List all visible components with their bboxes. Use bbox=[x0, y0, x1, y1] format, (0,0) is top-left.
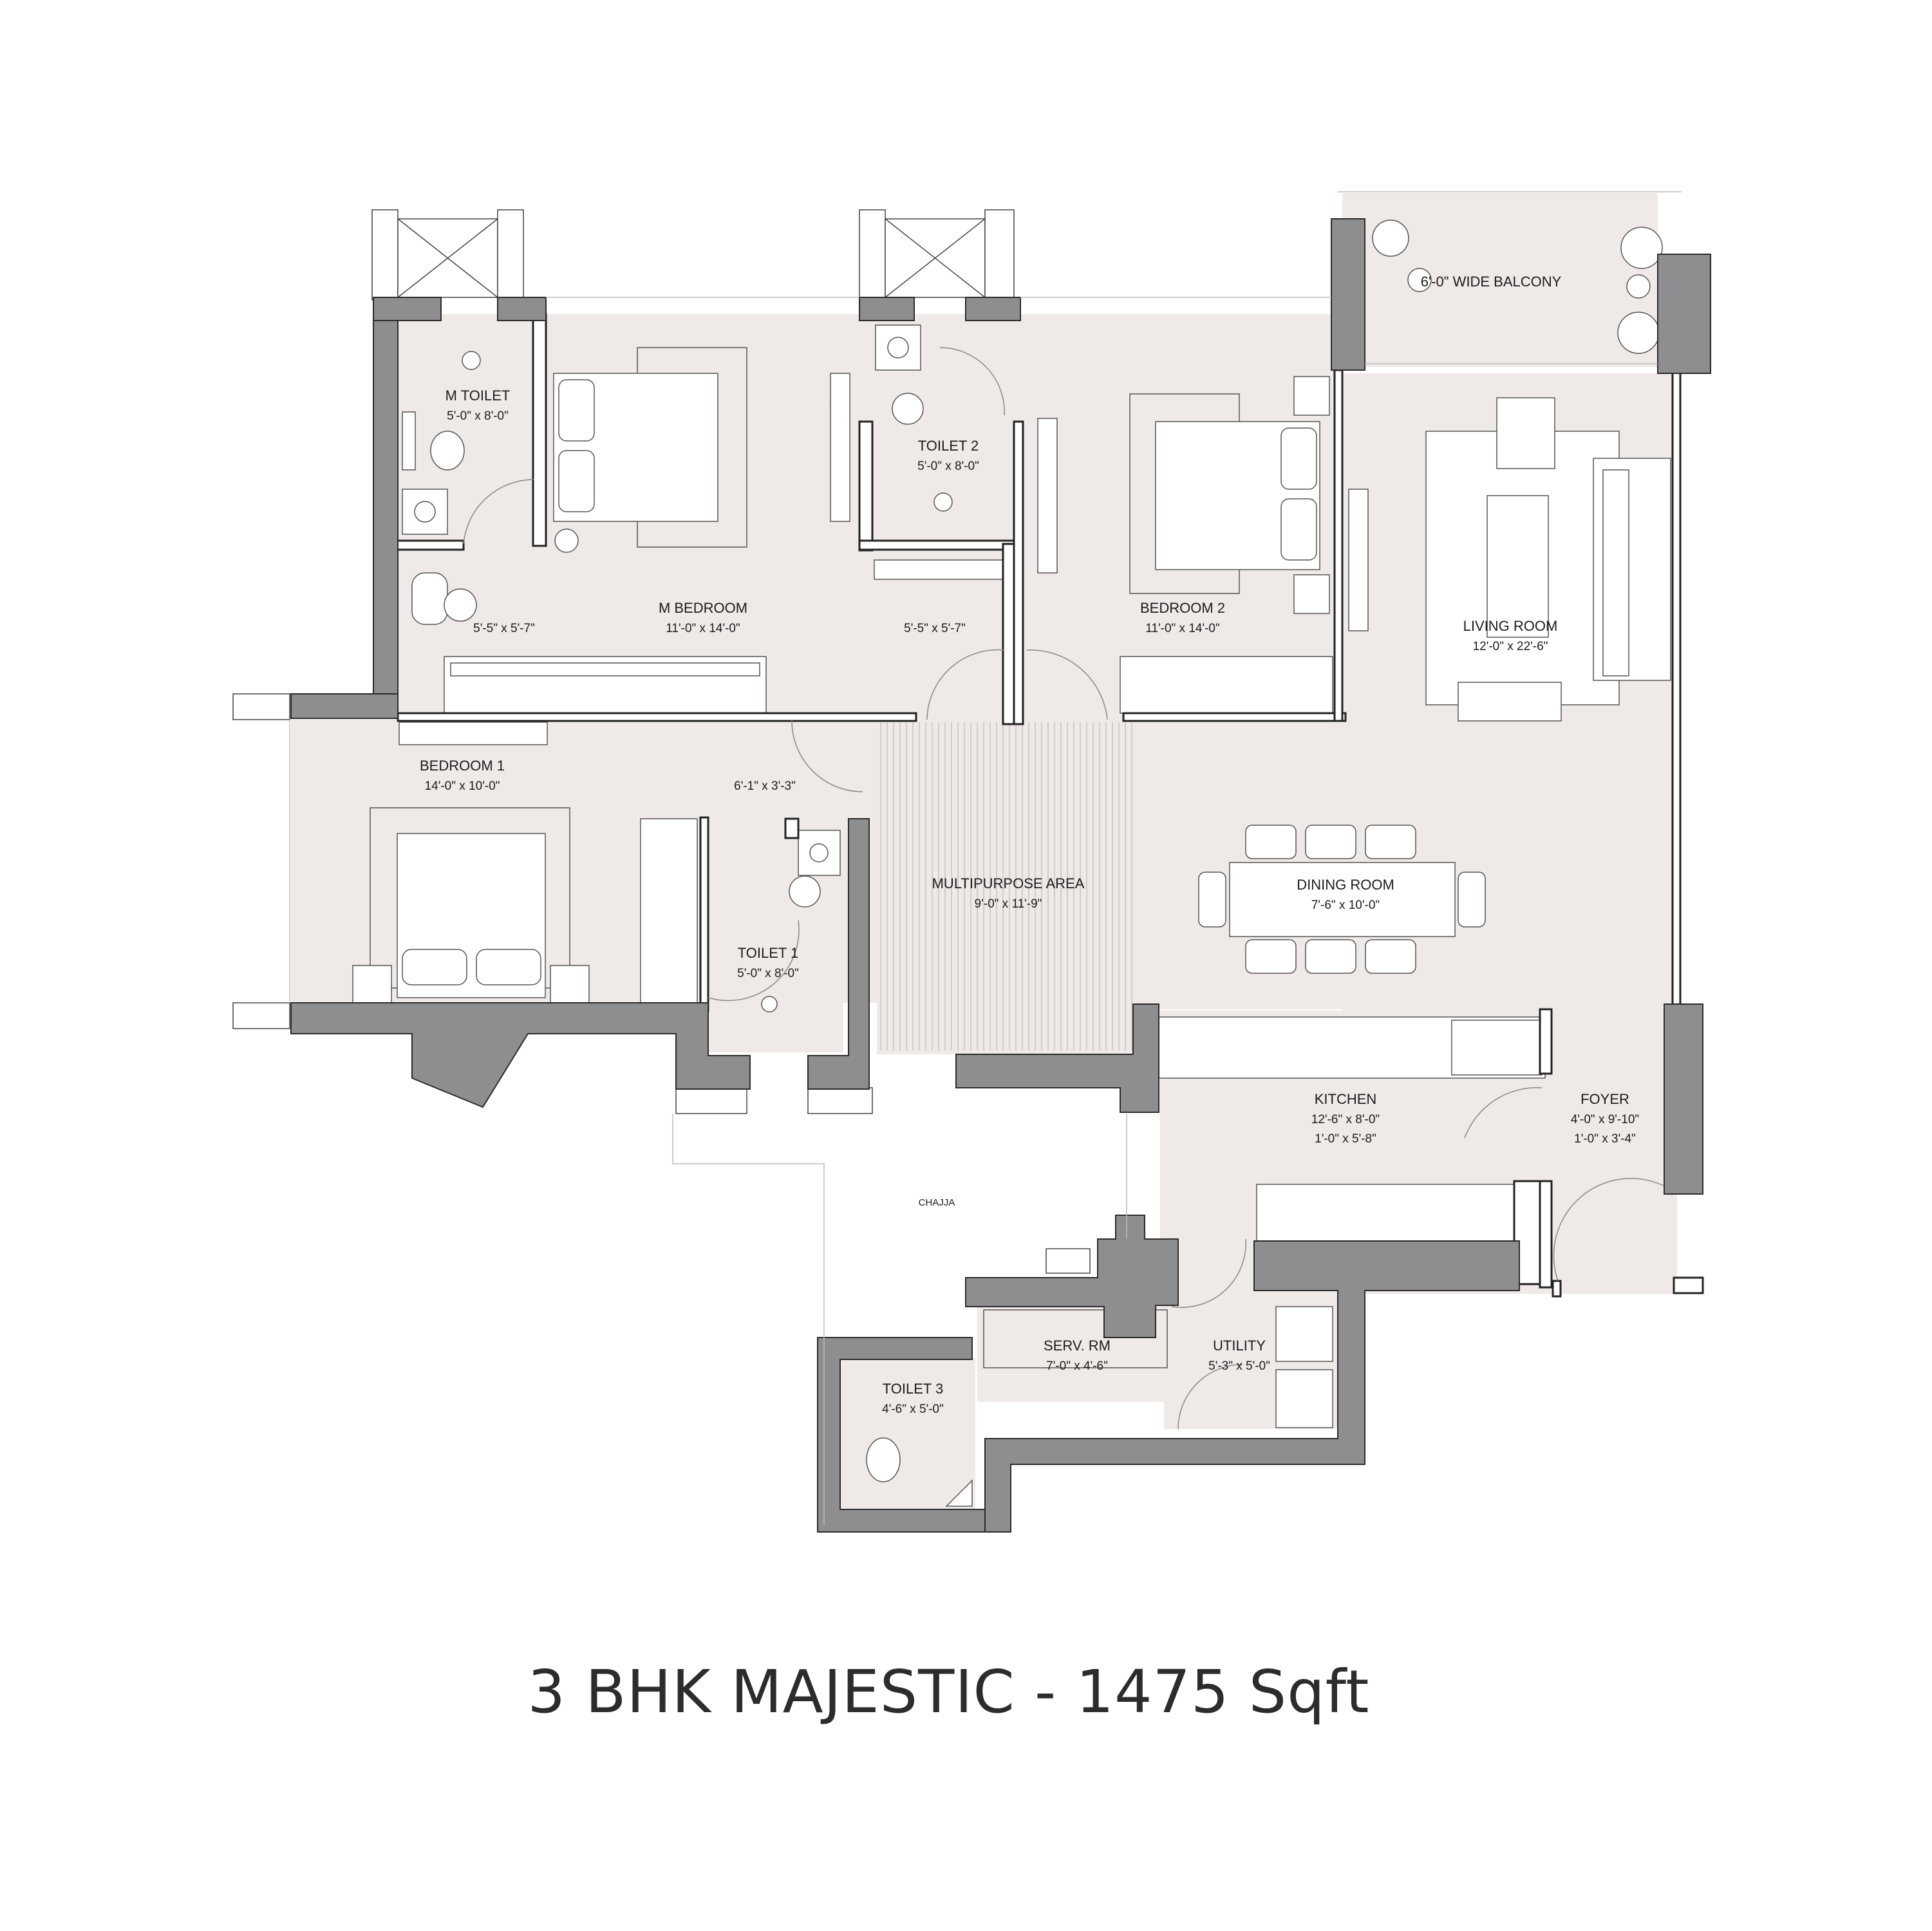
floor-toilet3 bbox=[840, 1358, 975, 1522]
bed2-wardrobe bbox=[1120, 656, 1333, 714]
dining-dim: 7'-6" x 10'-0" bbox=[1311, 899, 1380, 912]
living-dim: 12'-0" x 22'-6" bbox=[1473, 640, 1548, 653]
toilet1-dim: 5'-0" x 8'-0" bbox=[737, 967, 799, 980]
kitchen-dim2: 1'-0" x 5'-8" bbox=[1315, 1132, 1376, 1146]
kitchen-island bbox=[1256, 1184, 1521, 1246]
kitchen-name: KITCHEN bbox=[1315, 1091, 1377, 1107]
living-table bbox=[1487, 495, 1549, 638]
foyer-name: FOYER bbox=[1580, 1091, 1629, 1107]
toilet2-name: TOILET 2 bbox=[918, 438, 979, 454]
door-swings bbox=[463, 347, 1668, 1430]
toilet3-dim: 4'-6" x 5'-0" bbox=[882, 1403, 944, 1416]
m-wardrobe bbox=[444, 656, 767, 714]
foyer-dim: 4'-0" x 9'-10" bbox=[1571, 1113, 1639, 1126]
bedroom2-dim: 11'-0" x 14'-0" bbox=[1145, 622, 1219, 635]
chajja-name: CHAJJA bbox=[919, 1197, 955, 1208]
bedroom1-name: BEDROOM 1 bbox=[420, 758, 505, 774]
wall-m-toilet-west bbox=[373, 297, 399, 696]
m-bedroom-bench bbox=[874, 559, 1004, 580]
serv-rm-name: SERV. RM bbox=[1044, 1338, 1111, 1354]
dining-table bbox=[1229, 862, 1456, 937]
multipurpose-name: MULTIPURPOSE AREA bbox=[932, 875, 1085, 891]
wall-balcony-right bbox=[1657, 254, 1711, 374]
m-bedroom-desk bbox=[830, 373, 850, 522]
living-bench bbox=[1458, 682, 1562, 722]
balcony-name: 6'-0" WIDE BALCONY bbox=[1421, 274, 1562, 290]
serv-rm-dim: 7'-0" x 4'-6" bbox=[1046, 1359, 1108, 1373]
m-wardrobe-right-dim: 5'-5" x 5'-7" bbox=[904, 622, 966, 635]
wall-south-bedroom1 bbox=[290, 1002, 751, 1108]
m-wardrobe-left-dim: 5'-5" x 5'-7" bbox=[473, 622, 535, 635]
wall-toilet3 bbox=[817, 1337, 986, 1533]
toilet3-name: TOILET 3 bbox=[883, 1381, 944, 1397]
passage-dim: 6'-1" x 3'-3" bbox=[734, 779, 796, 793]
multipurpose-dim: 9'-0" x 11'-9" bbox=[975, 897, 1042, 911]
page-title: 3 BHK MAJESTIC - 1475 Sqft bbox=[527, 1657, 1370, 1726]
dining-name: DINING ROOM bbox=[1297, 877, 1394, 893]
toilet2-dim: 5'-0" x 8'-0" bbox=[917, 460, 979, 473]
wall-service bbox=[965, 1215, 1179, 1338]
wall-balcony-left bbox=[1331, 218, 1365, 371]
bed1-wardrobe bbox=[640, 818, 698, 1006]
utility-dim: 5'-3" x 5'-0" bbox=[1208, 1359, 1270, 1373]
m-bedroom-name: M BEDROOM bbox=[659, 600, 747, 616]
bedroom1-dim: 14'-0" x 10'-0" bbox=[425, 779, 500, 793]
utility-name: UTILITY bbox=[1213, 1338, 1266, 1354]
living-armchair bbox=[1496, 397, 1555, 469]
foyer-dim2: 1'-0" x 3'-4" bbox=[1574, 1132, 1636, 1146]
m-toilet-dim: 5'-0" x 8'-0" bbox=[447, 409, 509, 423]
bed1-desk bbox=[399, 722, 548, 745]
multipurpose-pattern bbox=[880, 722, 1132, 1050]
thin-outlines bbox=[289, 191, 1682, 1525]
bedroom2-name: BEDROOM 2 bbox=[1140, 600, 1225, 616]
toilet1-name: TOILET 1 bbox=[738, 945, 799, 961]
m-toilet-name: M TOILET bbox=[445, 387, 511, 404]
wall-utility-south bbox=[984, 1240, 1520, 1533]
walls bbox=[290, 218, 1711, 1533]
furniture bbox=[352, 219, 1671, 1507]
wall-kitchen-north bbox=[955, 1003, 1159, 1113]
kitchen-counter bbox=[1158, 1016, 1546, 1079]
living-sofa bbox=[1593, 458, 1671, 681]
wall-toilet1-east bbox=[807, 818, 870, 1090]
m-bedroom-dim: 11'-0" x 14'-0" bbox=[666, 622, 740, 635]
kitchen-dim: 12'-6" x 8'-0" bbox=[1311, 1113, 1380, 1126]
room-labels: 6'-0" WIDE BALCONY M TOILET 5'-0" x 8'-0… bbox=[420, 274, 1639, 1416]
wall-foyer-east bbox=[1664, 1003, 1703, 1195]
floor-foyer bbox=[1553, 1011, 1677, 1294]
living-name: LIVING ROOM bbox=[1463, 618, 1558, 634]
windows bbox=[232, 209, 1091, 1274]
